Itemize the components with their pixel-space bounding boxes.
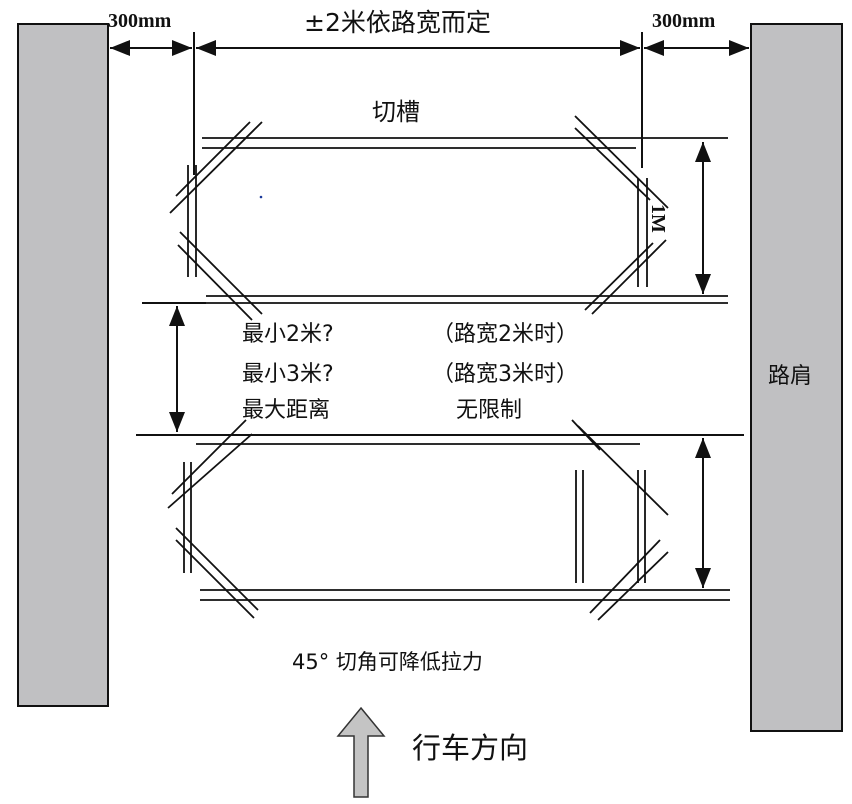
right-offset-label: 300mm bbox=[652, 10, 716, 32]
groove-label: 切槽 bbox=[372, 98, 420, 126]
right-shoulder bbox=[750, 23, 843, 732]
spacing-note-right-2: （路宽3米时） bbox=[432, 362, 578, 387]
direction-arrow-icon bbox=[336, 706, 386, 798]
corner-note: 45° 切角可降低拉力 bbox=[292, 650, 483, 674]
groove-height-label: 1M bbox=[647, 204, 669, 233]
spacing-note-left-1: 最小2米? bbox=[242, 322, 334, 347]
spacing-note-left-3: 最大距离 bbox=[242, 398, 331, 423]
top-dimension-lines bbox=[110, 32, 749, 175]
upper-groove bbox=[169, 115, 728, 321]
width-note-label: ±2米依路宽而定 bbox=[304, 8, 491, 37]
left-offset-label: 300mm bbox=[108, 10, 172, 32]
spacing-note-left-2: 最小3米? bbox=[242, 362, 334, 387]
left-shoulder bbox=[17, 23, 109, 707]
shoulder-label: 路肩 bbox=[768, 364, 813, 389]
spacing-note-right-1: （路宽2米时） bbox=[432, 322, 578, 347]
spacing-note-right-3: 无限制 bbox=[456, 398, 523, 423]
lower-groove bbox=[167, 419, 730, 621]
marker-dot bbox=[259, 195, 263, 199]
direction-label: 行车方向 bbox=[412, 731, 529, 765]
